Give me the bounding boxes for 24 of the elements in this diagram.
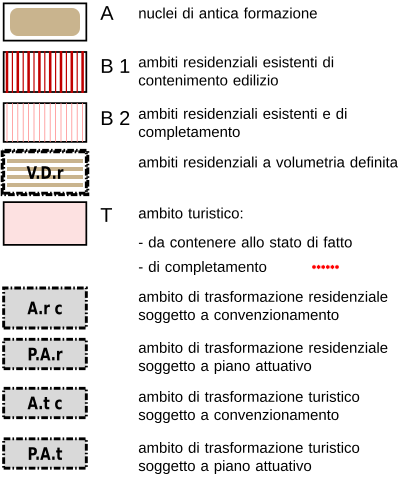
zone-description: ambito turistico: — [138, 208, 242, 218]
hatch-swatch — [2, 51, 88, 93]
zone-description: ambiti residenziali esistenti di contenimento edilizio — [138, 56, 334, 86]
hatch-swatch — [2, 2, 88, 42]
zone-description: ambito di trasformazione turistico soggetto a convenzionamento — [138, 390, 360, 424]
zone-description: ambito di trasformazione residenziale soggetto a piano attuativo — [138, 342, 388, 374]
code-box: P.A.r — [2, 338, 88, 370]
hatch-swatch — [2, 201, 88, 246]
zone-description: - di completamento — [138, 261, 266, 275]
hatch-swatch — [2, 102, 88, 143]
zone-description: - da contenere allo stato di fatto — [138, 236, 352, 248]
zone-code: T — [100, 208, 112, 222]
zone-description: ambito di trasformazione turistico soggetto a piano attuativo — [138, 442, 360, 474]
code-box: A.t c — [2, 386, 88, 420]
zone-description: nuclei di antica formazione — [139, 8, 317, 18]
zone-code: B 1 — [102, 59, 130, 73]
zone-code: B 2 — [102, 111, 130, 125]
code-box: A.r c — [2, 286, 88, 330]
zone-description: ambito di trasformazione residenziale soggetto a convenzionamento — [138, 290, 388, 324]
zone-description: ambiti residenziali esistenti e di completamento — [138, 108, 346, 140]
code-box: P.A.t — [2, 437, 88, 470]
code-box: V.D.r — [0, 148, 90, 196]
zone-description: ambiti residenziali a volumetria definita — [138, 156, 398, 168]
zone-code: A — [100, 6, 114, 20]
